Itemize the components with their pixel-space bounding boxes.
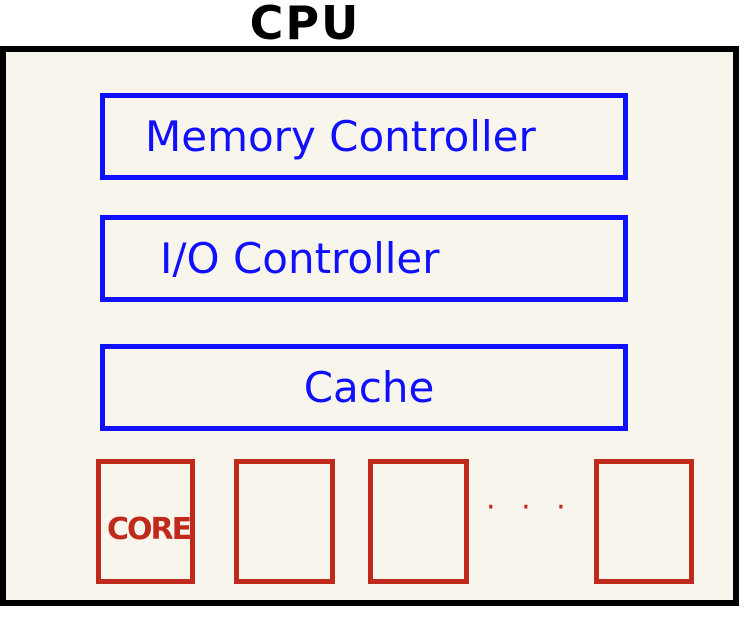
- core-box-n: [594, 459, 694, 584]
- core-box-3: [368, 459, 469, 584]
- memory-controller-label: Memory Controller: [145, 111, 536, 161]
- core-box-2: [234, 459, 335, 584]
- io-controller-label: I/O Controller: [160, 233, 440, 283]
- io-controller-box: I/O Controller: [100, 215, 628, 302]
- cpu-title: CPU: [249, 0, 361, 50]
- cache-label: Cache: [303, 362, 435, 412]
- more-cores-ellipsis: · · ·: [486, 490, 574, 525]
- core-box-1: CORE: [96, 459, 195, 584]
- cache-box: Cache: [100, 344, 628, 431]
- memory-controller-box: Memory Controller: [100, 93, 628, 180]
- core-label: CORE: [107, 512, 192, 547]
